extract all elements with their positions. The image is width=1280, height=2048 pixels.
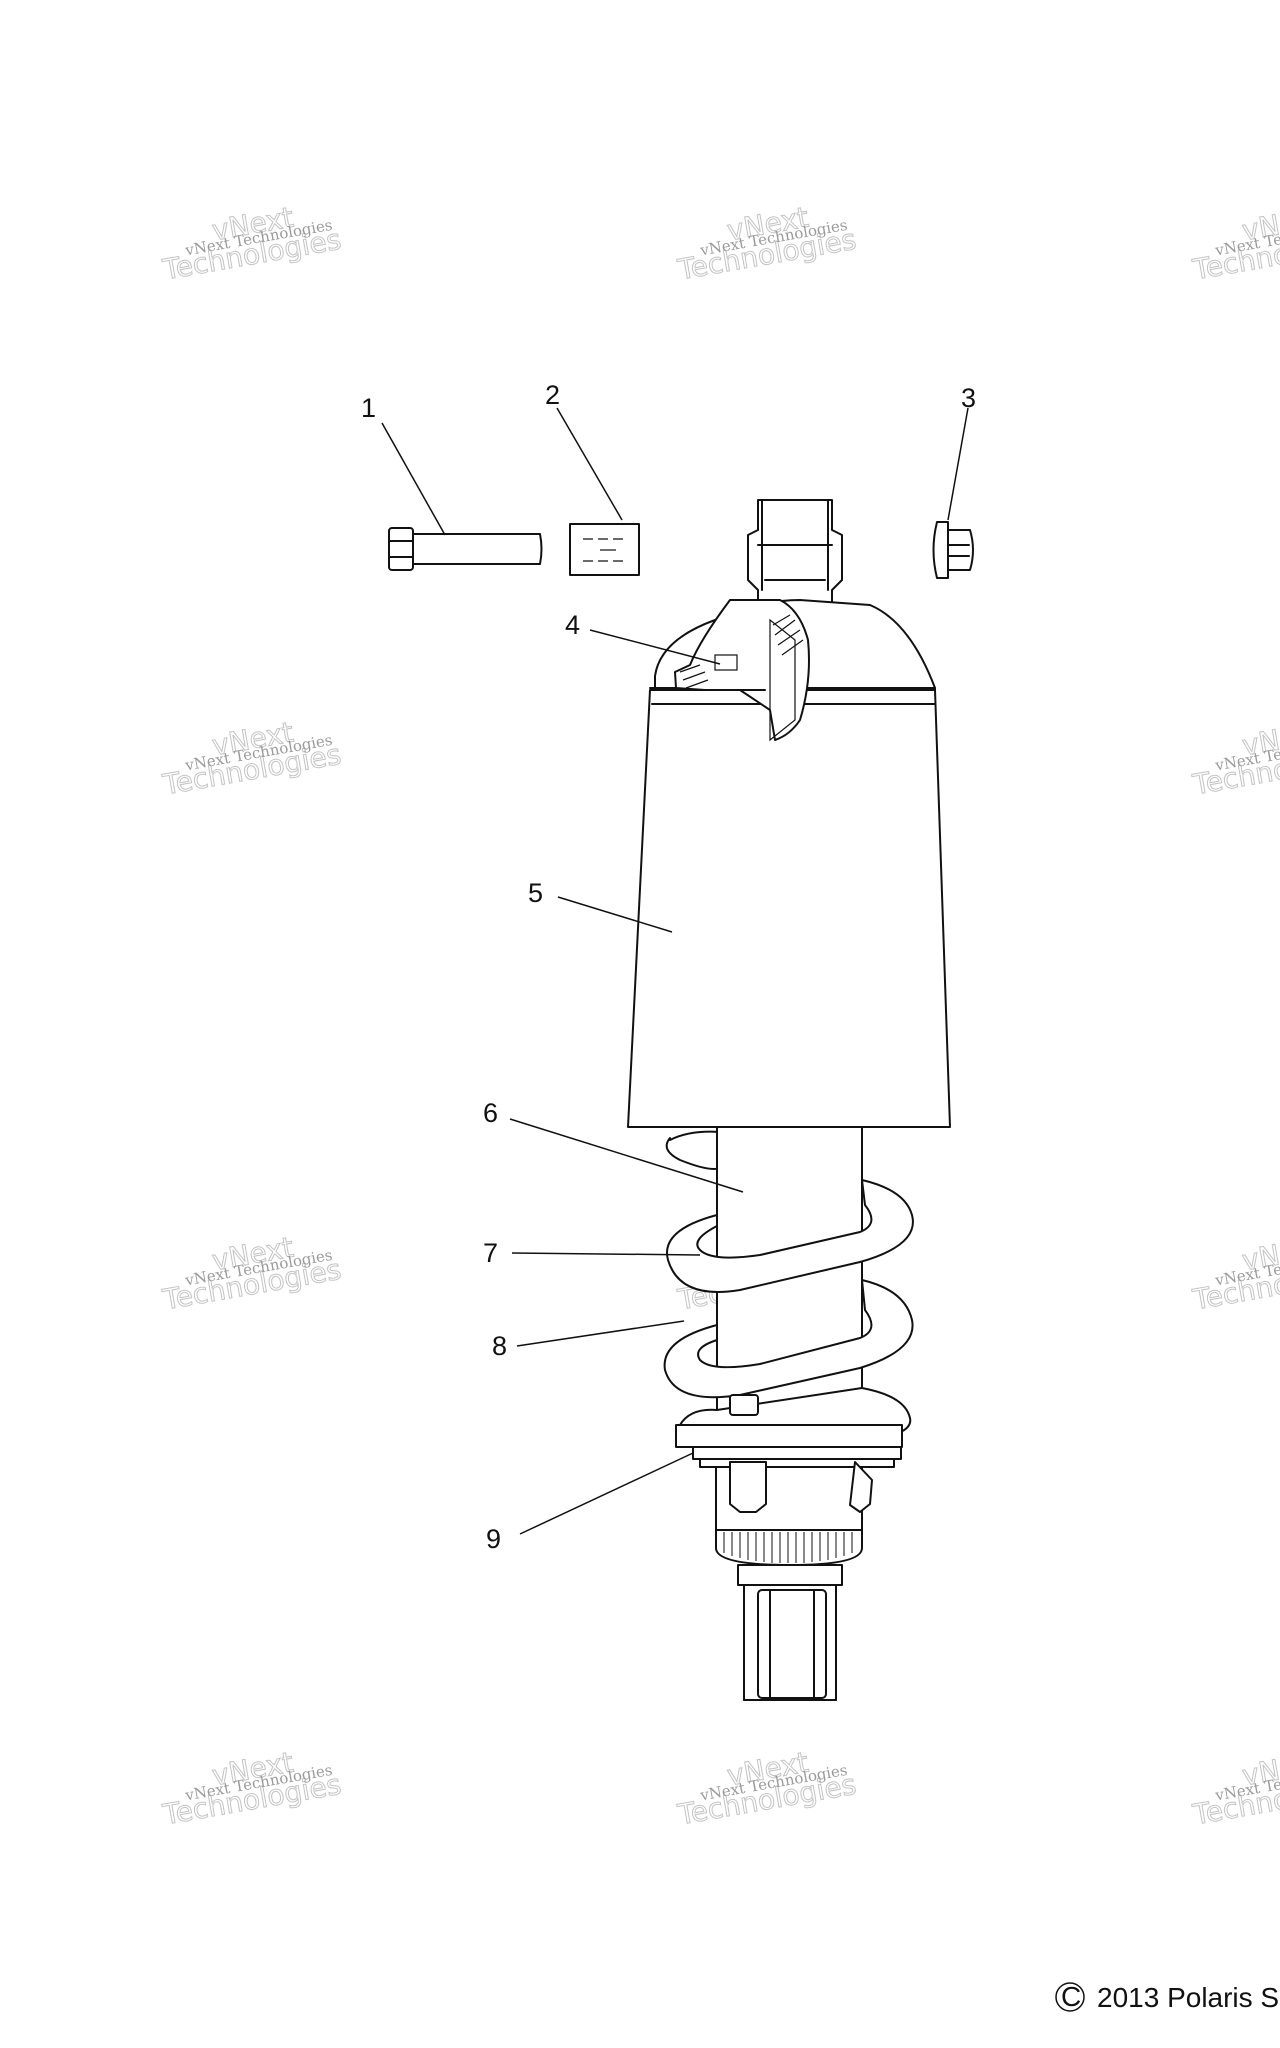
callout-labels: 1 2 3 4 5 6 7 8 9 xyxy=(361,380,976,1554)
callout-8: 8 xyxy=(492,1331,507,1361)
watermark: Technologies vNext vNext Technologies xyxy=(159,715,344,802)
part-nut xyxy=(932,521,974,579)
callout-9: 9 xyxy=(486,1524,501,1554)
part-bolt xyxy=(388,527,543,571)
leader-lines xyxy=(381,407,969,1535)
copyright-icon xyxy=(1055,1982,1085,2012)
watermark: Technologies vNext vNext Technologies xyxy=(1189,1745,1280,1832)
callout-1: 1 xyxy=(361,393,376,423)
knurl-lines xyxy=(723,1532,853,1563)
callout-4: 4 xyxy=(565,610,580,640)
watermark: Technologies vNext vNext Technologies xyxy=(1189,1230,1280,1317)
watermark: Technologies vNext vNext Technologies xyxy=(159,200,344,287)
watermark: Technologies vNext vNext Technologies xyxy=(674,200,859,287)
watermark: Technologies vNext vNext Technologies xyxy=(1189,200,1280,287)
watermark: Technologies vNext vNext Technologies xyxy=(1189,715,1280,802)
callout-3: 3 xyxy=(961,383,976,413)
shock-absorber xyxy=(627,499,951,1701)
callout-5: 5 xyxy=(528,878,543,908)
copyright-symbol: C xyxy=(1061,1981,1081,2012)
copyright-text: 2013 Polaris S xyxy=(1097,1982,1279,2013)
callout-7: 7 xyxy=(483,1238,498,1268)
part-bushing xyxy=(569,523,640,576)
watermark: Technologies vNext vNext Technologies xyxy=(159,1745,344,1832)
callout-2: 2 xyxy=(545,380,560,410)
watermark: Technologies vNext vNext Technologies xyxy=(674,1745,859,1832)
callout-6: 6 xyxy=(483,1098,498,1128)
watermark: Technologies vNext vNext Technologies xyxy=(159,1230,344,1317)
copyright-notice: C 2013 Polaris S xyxy=(1055,1981,1279,2013)
